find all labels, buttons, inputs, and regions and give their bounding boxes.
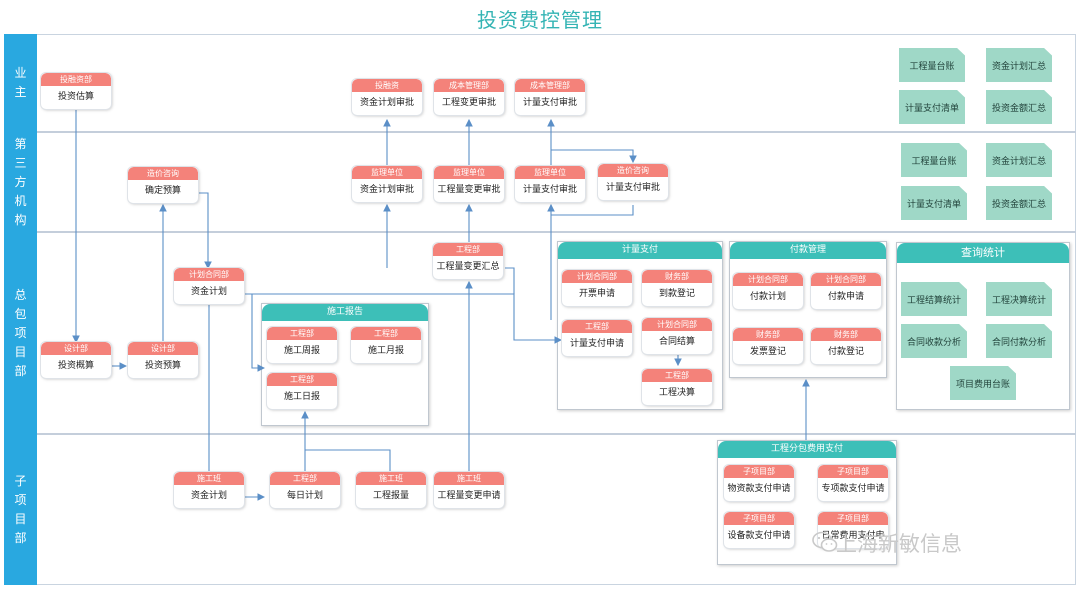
node-equipment-payment-apply: 子项目部设备款支付申请 [724, 512, 794, 548]
flow-arrow [251, 294, 266, 372]
node-tp-cost-payment-approval: 造价咨询计量支付审批 [598, 164, 668, 200]
node-daily-report: 工程部施工日报 [267, 373, 337, 409]
lane-divider [37, 433, 1076, 435]
node-owner-change-approval: 成本管理部工程变更审批 [434, 79, 504, 115]
node-gc-investment-budget: 设计部投资预算 [128, 342, 198, 378]
group-header: 工程分包费用支付 [718, 441, 896, 458]
node-owner-investment-estimate: 投融资部投资估算 [41, 73, 111, 109]
node-sp-change-apply: 施工班工程量变更申请 [434, 472, 504, 508]
doc-final-accounts-stats: 工程决算统计 [986, 282, 1052, 316]
doc-project-cost-ledger: 项目费用台账 [950, 366, 1016, 400]
node-receipt-register: 财务部到款登记 [642, 270, 712, 306]
lane-label-third-party: 第三方机构 [4, 132, 37, 232]
doc-investment-summary: 投资金额汇总 [986, 90, 1052, 124]
flow-arrow [195, 192, 212, 270]
node-sp-daily-plan: 工程部每日计划 [270, 472, 340, 508]
node-gc-investment-estimate: 设计部投资概算 [41, 342, 111, 378]
flow-arrow [551, 205, 634, 216]
node-invoice-register: 财务部发票登记 [733, 328, 803, 364]
lane-label-general-contractor: 总包项目部 [4, 232, 37, 434]
group-header: 计量支付 [558, 242, 722, 259]
node-tp-change-approval: 监理单位工程量变更审批 [434, 166, 504, 202]
doc-quantity-ledger: 工程量台账 [899, 48, 965, 82]
node-sp-fund-plan: 施工班资金计划 [174, 472, 244, 508]
node-goods-payment-apply: 子项目部物资款支付申请 [724, 465, 794, 501]
group-header: 付款管理 [730, 242, 886, 259]
node-special-payment-apply: 子项目部专项款支付申请 [818, 465, 888, 501]
page-title: 投资费控管理 [477, 8, 603, 32]
wechat-icon [812, 531, 838, 552]
flow-arrow [244, 293, 563, 344]
watermark-text: 上海新敏信息 [836, 532, 962, 556]
node-payment-apply: 计划合同部付款申请 [811, 273, 881, 309]
doc-contract-receipt-analysis: 合同收款分析 [901, 324, 967, 358]
flow-arrow [505, 267, 515, 294]
doc-investment-summary: 投资金额汇总 [986, 186, 1052, 220]
flow-arrow [305, 449, 391, 472]
node-tp-payment-approval: 监理单位计量支付审批 [515, 166, 585, 202]
doc-quantity-ledger: 工程量台账 [901, 143, 967, 177]
node-measurement-apply: 工程部计量支付申请 [562, 320, 632, 356]
doc-contract-payment-analysis: 合同付款分析 [986, 324, 1052, 358]
lane-divider [37, 131, 1076, 133]
group-header: 查询统计 [897, 243, 1069, 263]
doc-settlement-stats: 工程结算统计 [901, 282, 967, 316]
doc-payment-list: 计量支付清单 [901, 186, 967, 220]
node-payment-plan: 计划合同部付款计划 [733, 273, 803, 309]
node-payment-register: 财务部付款登记 [811, 328, 881, 364]
node-daily-expense-apply: 子项目部日常费用支付申请 [818, 512, 888, 548]
group-header: 施工报告 [262, 304, 428, 321]
node-owner-fund-approval: 投融资资金计划审批 [352, 79, 422, 115]
node-invoice-request: 计划合同部开票申请 [562, 270, 632, 306]
node-final-accounts: 工程部工程决算 [642, 369, 712, 405]
lane-divider [37, 231, 1076, 233]
doc-fund-plan-summary: 资金计划汇总 [986, 143, 1052, 177]
node-owner-payment-approval: 成本管理部计量支付审批 [515, 79, 585, 115]
node-contract-settlement: 计划合同部合同结算 [642, 318, 712, 354]
node-tp-budget: 造价咨询确定预算 [128, 167, 198, 203]
node-tp-fund-approval: 监理单位资金计划审批 [352, 166, 422, 202]
doc-payment-list: 计量支付清单 [899, 90, 965, 124]
node-gc-change-summary: 工程部工程量变更汇总 [433, 243, 503, 279]
doc-fund-plan-summary: 资金计划汇总 [986, 48, 1052, 82]
node-monthly-report: 工程部施工月报 [351, 327, 421, 363]
node-weekly-report: 工程部施工周报 [267, 327, 337, 363]
lane-label-owner: 业主 [4, 34, 37, 132]
flow-arrow [551, 149, 637, 164]
lane-label-sub-project: 子项目部 [4, 434, 37, 585]
node-gc-fund-plan: 计划合同部资金计划 [174, 268, 244, 304]
node-sp-quantity-report: 施工班工程报量 [356, 472, 426, 508]
